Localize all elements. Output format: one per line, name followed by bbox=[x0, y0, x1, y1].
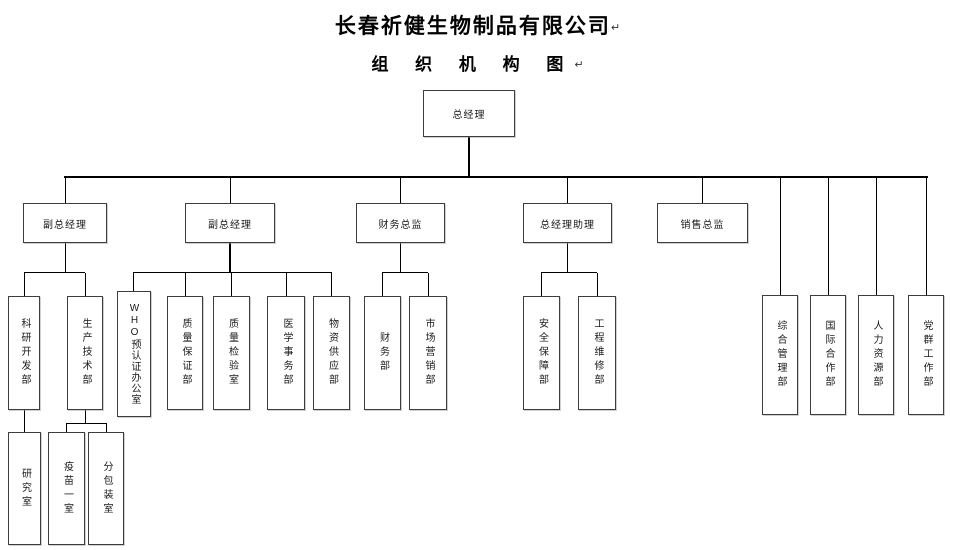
org-box-label: 科研开发部 bbox=[19, 318, 30, 388]
connector bbox=[24, 273, 25, 296]
paragraph-mark-icon: ↵ bbox=[610, 22, 621, 34]
connector-main-bus bbox=[64, 176, 928, 178]
connector bbox=[230, 178, 231, 203]
org-box-label: 质量保证部 bbox=[180, 318, 191, 388]
org-box-production-tech-dept: 生产技术部 bbox=[67, 296, 103, 410]
org-box-label: 安全保障部 bbox=[536, 318, 548, 388]
org-box-label: 总经理助理 bbox=[540, 219, 595, 231]
org-box-rd-dept: 科研开发部 bbox=[8, 296, 40, 410]
org-box-label: 综合管理部 bbox=[775, 320, 786, 390]
org-box-marketing-dept: 市场营销部 bbox=[409, 296, 447, 410]
connector bbox=[876, 178, 877, 295]
org-box-label: 财务部 bbox=[377, 332, 389, 374]
org-box-label: 质量检验室 bbox=[226, 318, 238, 388]
connector bbox=[106, 424, 107, 432]
page-subtitle: 组 织 机 构 图↵ bbox=[0, 50, 955, 75]
connector bbox=[65, 243, 66, 272]
org-box-subpackaging-room: 分包装室 bbox=[88, 432, 124, 545]
connector-bus bbox=[133, 272, 332, 273]
org-box-label: 疫苗一室 bbox=[61, 460, 73, 517]
connector bbox=[780, 178, 781, 295]
org-box-quality-inspection-room: 质量检验室 bbox=[213, 296, 250, 410]
org-box-general-manager: 总经理 bbox=[423, 90, 515, 137]
org-box-label: 医学事务部 bbox=[281, 318, 292, 388]
connector bbox=[400, 243, 401, 272]
org-box-label: 人力资源部 bbox=[871, 320, 882, 390]
connector bbox=[65, 178, 66, 203]
connector bbox=[85, 410, 86, 423]
org-box-gm-assistant: 总经理助理 bbox=[523, 203, 612, 243]
connector bbox=[828, 178, 829, 295]
connector bbox=[231, 273, 232, 296]
connector-bus bbox=[24, 272, 85, 273]
connector bbox=[229, 243, 231, 272]
org-box-label: 销售总监 bbox=[680, 219, 725, 231]
connector bbox=[597, 273, 598, 296]
org-box-party-mass-work-dept: 党群工作部 bbox=[908, 295, 944, 415]
org-box-research-room: 研究室 bbox=[8, 432, 41, 545]
connector bbox=[85, 273, 86, 296]
connector bbox=[567, 243, 568, 272]
connector-bus bbox=[382, 272, 428, 273]
org-box-safety-security-dept: 安全保障部 bbox=[523, 296, 560, 410]
connector bbox=[331, 273, 332, 296]
connector bbox=[66, 424, 67, 432]
org-box-label: 副总经理 bbox=[208, 219, 252, 231]
org-box-deputy-gm-1: 副总经理 bbox=[23, 203, 107, 243]
connector bbox=[926, 178, 927, 295]
page-title: 长春祈健生物制品有限公司↵ bbox=[0, 10, 955, 40]
org-box-label: 生产技术部 bbox=[80, 318, 91, 388]
org-box-medical-affairs-dept: 医学事务部 bbox=[267, 296, 305, 410]
connector bbox=[133, 273, 134, 291]
org-box-deputy-gm-2: 副总经理 bbox=[185, 203, 275, 243]
connector bbox=[400, 178, 401, 203]
connector bbox=[541, 273, 542, 296]
org-box-label: 工程维修部 bbox=[592, 318, 603, 388]
org-box-engineering-maintenance-dept: 工程维修部 bbox=[578, 296, 616, 410]
org-box-label: WHO预认证办公室 bbox=[129, 303, 140, 405]
connector bbox=[185, 273, 186, 296]
org-box-label: 国际合作部 bbox=[823, 320, 834, 390]
connector bbox=[702, 178, 703, 203]
chart-title: 组 织 机 构 图 bbox=[371, 55, 575, 74]
connector bbox=[382, 273, 383, 296]
connector-bus bbox=[541, 272, 597, 273]
paragraph-mark-icon: ↵ bbox=[574, 59, 584, 71]
org-box-finance-director: 财务总监 bbox=[356, 203, 445, 243]
connector bbox=[24, 410, 25, 432]
org-box-label: 研究室 bbox=[19, 467, 31, 510]
org-box-label: 总经理 bbox=[452, 110, 486, 121]
org-box-international-cooperation-dept: 国际合作部 bbox=[810, 295, 846, 415]
org-box-label: 财务总监 bbox=[378, 219, 423, 231]
org-box-who-precert-office: WHO预认证办公室 bbox=[117, 291, 151, 417]
org-box-sales-director: 销售总监 bbox=[657, 203, 748, 243]
org-box-vaccine-room-1: 疫苗一室 bbox=[48, 432, 85, 545]
org-box-general-management-dept: 综合管理部 bbox=[762, 295, 798, 415]
connector-root-drop bbox=[468, 137, 470, 177]
org-box-human-resources-dept: 人力资源部 bbox=[858, 295, 894, 415]
company-name: 长春祈健生物制品有限公司 bbox=[334, 15, 611, 38]
org-box-quality-assurance-dept: 质量保证部 bbox=[167, 296, 203, 410]
org-box-material-supply-dept: 物资供应部 bbox=[313, 296, 350, 410]
connector bbox=[567, 178, 568, 203]
org-box-label: 副总经理 bbox=[43, 219, 87, 231]
connector-bus bbox=[66, 423, 107, 424]
connector bbox=[428, 273, 429, 296]
org-box-label: 物资供应部 bbox=[326, 318, 338, 388]
connector bbox=[286, 273, 287, 296]
org-box-finance-dept: 财务部 bbox=[364, 296, 401, 410]
org-box-label: 分包装室 bbox=[101, 460, 112, 517]
org-box-label: 市场营销部 bbox=[423, 318, 434, 388]
org-box-label: 党群工作部 bbox=[921, 320, 932, 390]
